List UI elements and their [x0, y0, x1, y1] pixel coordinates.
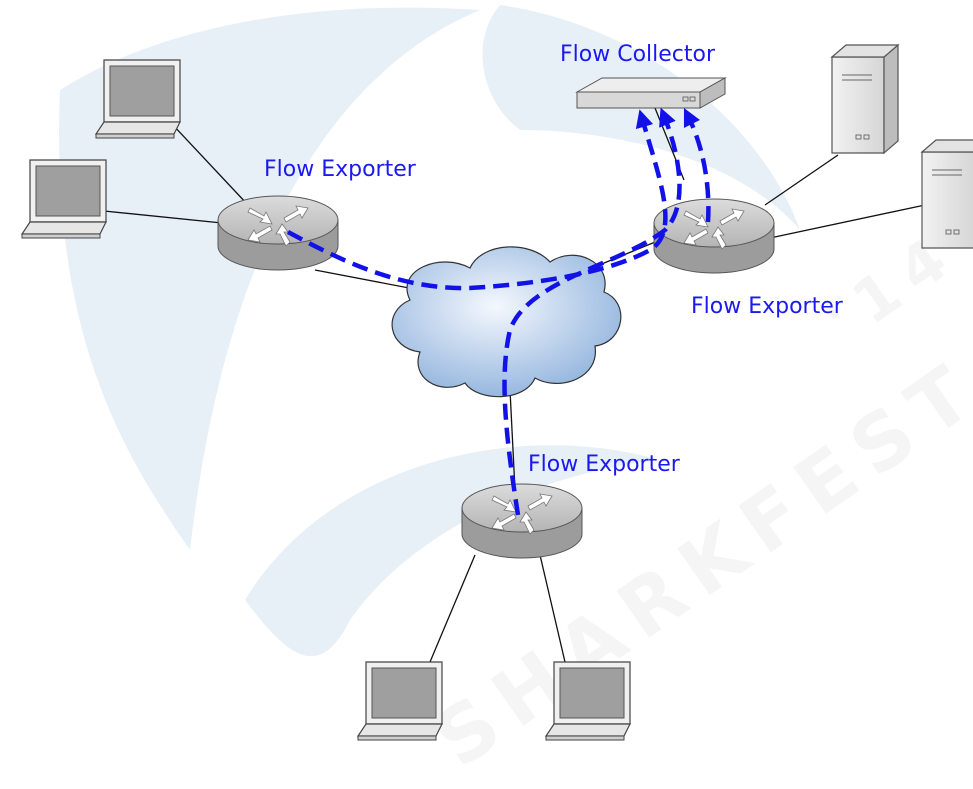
server-icon: [921, 139, 973, 249]
network-cloud-icon: [391, 246, 622, 398]
laptop-icon: [357, 661, 443, 741]
flow-path-left: [286, 109, 668, 291]
label-collector: Flow Collector: [560, 42, 716, 67]
label-exporter-bottom: Flow Exporter: [528, 452, 681, 477]
flow-path-right: [683, 107, 711, 223]
laptop-icon: [21, 159, 107, 239]
collector-appliance-icon: [575, 77, 727, 109]
label-exporter-left: Flow Exporter: [264, 157, 417, 182]
router-icon: [461, 483, 583, 559]
router-icon: [653, 198, 775, 274]
laptop-icon: [545, 661, 631, 741]
watermark-brand: SHARKFEST: [419, 342, 973, 785]
flow-path-bottom: [502, 107, 682, 516]
label-exporter-right: Flow Exporter: [691, 294, 844, 319]
laptop-icon: [95, 59, 181, 139]
server-icon: [831, 44, 899, 154]
flow-paths: [286, 107, 711, 516]
router-icon: [217, 195, 339, 271]
